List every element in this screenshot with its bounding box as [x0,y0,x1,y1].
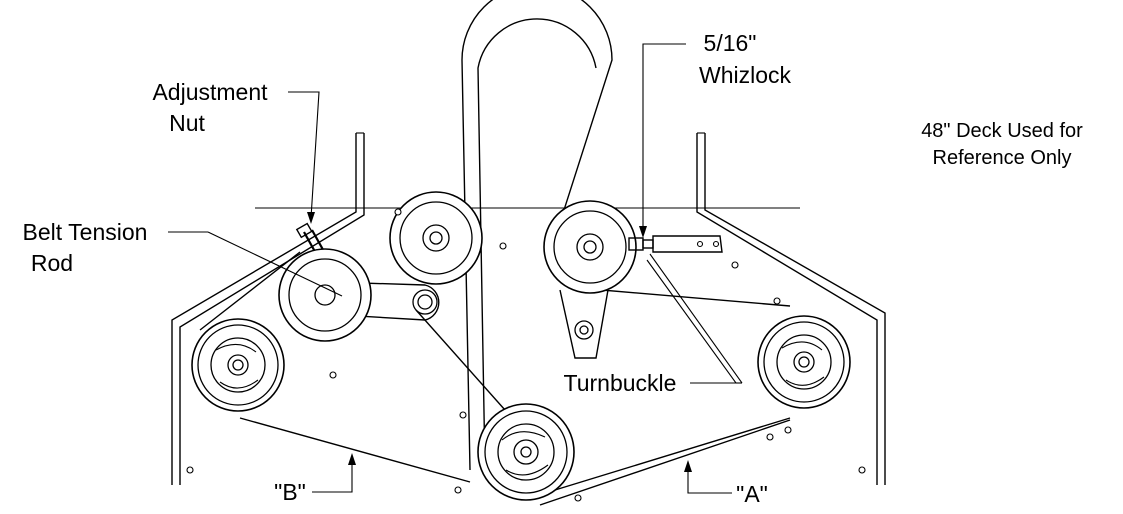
leader-adjustment-nut [288,91,320,224]
leader-whizlock [639,43,686,238]
label-turnbuckle: Turnbuckle [564,370,677,396]
label-adjustment-nut-line1: Adjustment [152,79,268,105]
label-reference-line1: 48" Deck Used for [921,120,1083,142]
label-belt-tension-line2: Rod [31,250,73,276]
leader-belt-b [312,453,356,493]
label-reference-line2: Reference Only [933,147,1072,169]
label-belt-tension-line1: Belt Tension [23,219,148,245]
turnbuckle-assembly [628,235,723,253]
pulley-top-right [543,200,637,294]
pulley-top-left [389,191,483,285]
label-adjustment-nut-line2: Nut [169,110,205,136]
pulley-small-bushing [412,289,438,315]
leader-belt-tension-rod [168,231,343,297]
pulley-left-idler [278,248,372,342]
idler-arm-left [329,281,440,321]
deck-outline [171,132,886,485]
belts [199,251,791,506]
label-belt-b: "B" [274,479,306,505]
label-belt-a: "A" [736,481,768,507]
discharge-chute [461,0,613,471]
leader-turnbuckle [646,253,743,384]
idler-bracket-right [559,289,609,359]
pulley-left-spindle [191,318,285,412]
pulley-right-spindle [757,315,851,409]
label-whizlock-line1: 5/16" [704,30,757,56]
pulley-center-spindle [477,403,575,501]
deck-holes [186,208,866,502]
label-whizlock-line2: Whizlock [699,62,792,88]
leader-belt-a [684,460,732,494]
